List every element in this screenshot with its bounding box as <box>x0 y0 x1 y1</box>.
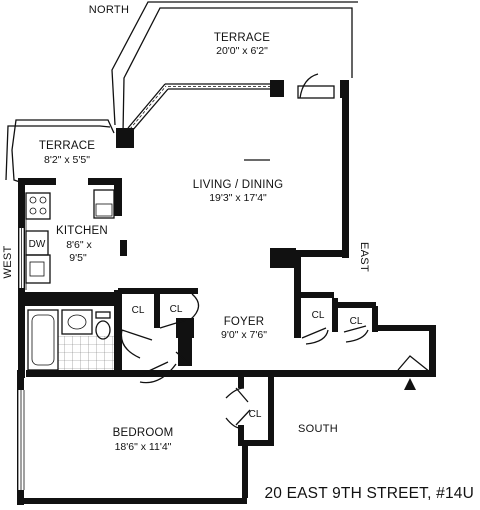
west-window <box>17 228 25 490</box>
closet-label-foyer-1: CL <box>132 305 145 316</box>
north-window-wall <box>116 80 348 148</box>
doors <box>120 159 431 429</box>
closet-label-east-1: CL <box>312 310 325 321</box>
dishwasher-label: DW <box>29 239 46 250</box>
closet-label-foyer-2: CL <box>170 304 183 315</box>
closet-label-east-2: CL <box>350 316 363 327</box>
terrace-west-name: TERRACE <box>39 140 95 152</box>
south-label: SOUTH <box>298 423 338 435</box>
kitchen-fixtures <box>25 189 115 290</box>
terrace-north-name: TERRACE <box>214 32 270 44</box>
west-label: WEST <box>2 246 14 279</box>
closet-label-bedroom: CL <box>249 409 262 420</box>
foyer-dims: 9'0" x 7'6" <box>221 329 267 341</box>
kitchen-dims-2: 9'5" <box>69 252 87 264</box>
east-label: EAST <box>358 242 370 272</box>
kitchen-name: KITCHEN <box>56 225 108 237</box>
entry-arrow-icon <box>404 378 416 390</box>
bedroom-name: BEDROOM <box>113 427 174 439</box>
north-label: NORTH <box>89 4 129 16</box>
bathroom-fixtures <box>27 309 114 371</box>
kitchen-dims-1: 8'6" x <box>66 239 92 251</box>
bedroom-dims: 18'6" x 11'4" <box>115 441 172 453</box>
living-dining-dims: 19'3" x 17'4" <box>209 192 267 204</box>
foyer-name: FOYER <box>224 316 265 328</box>
terrace-north-dims: 20'0" x 6'2" <box>216 45 268 57</box>
terrace-door-north <box>297 73 335 99</box>
terrace-outline <box>5 1 358 183</box>
living-dining-name: LIVING / DINING <box>193 179 284 191</box>
address-label: 20 EAST 9TH STREET, #14U <box>264 485 474 502</box>
terrace-west-dims: 8'2" x 5'5" <box>44 154 90 166</box>
